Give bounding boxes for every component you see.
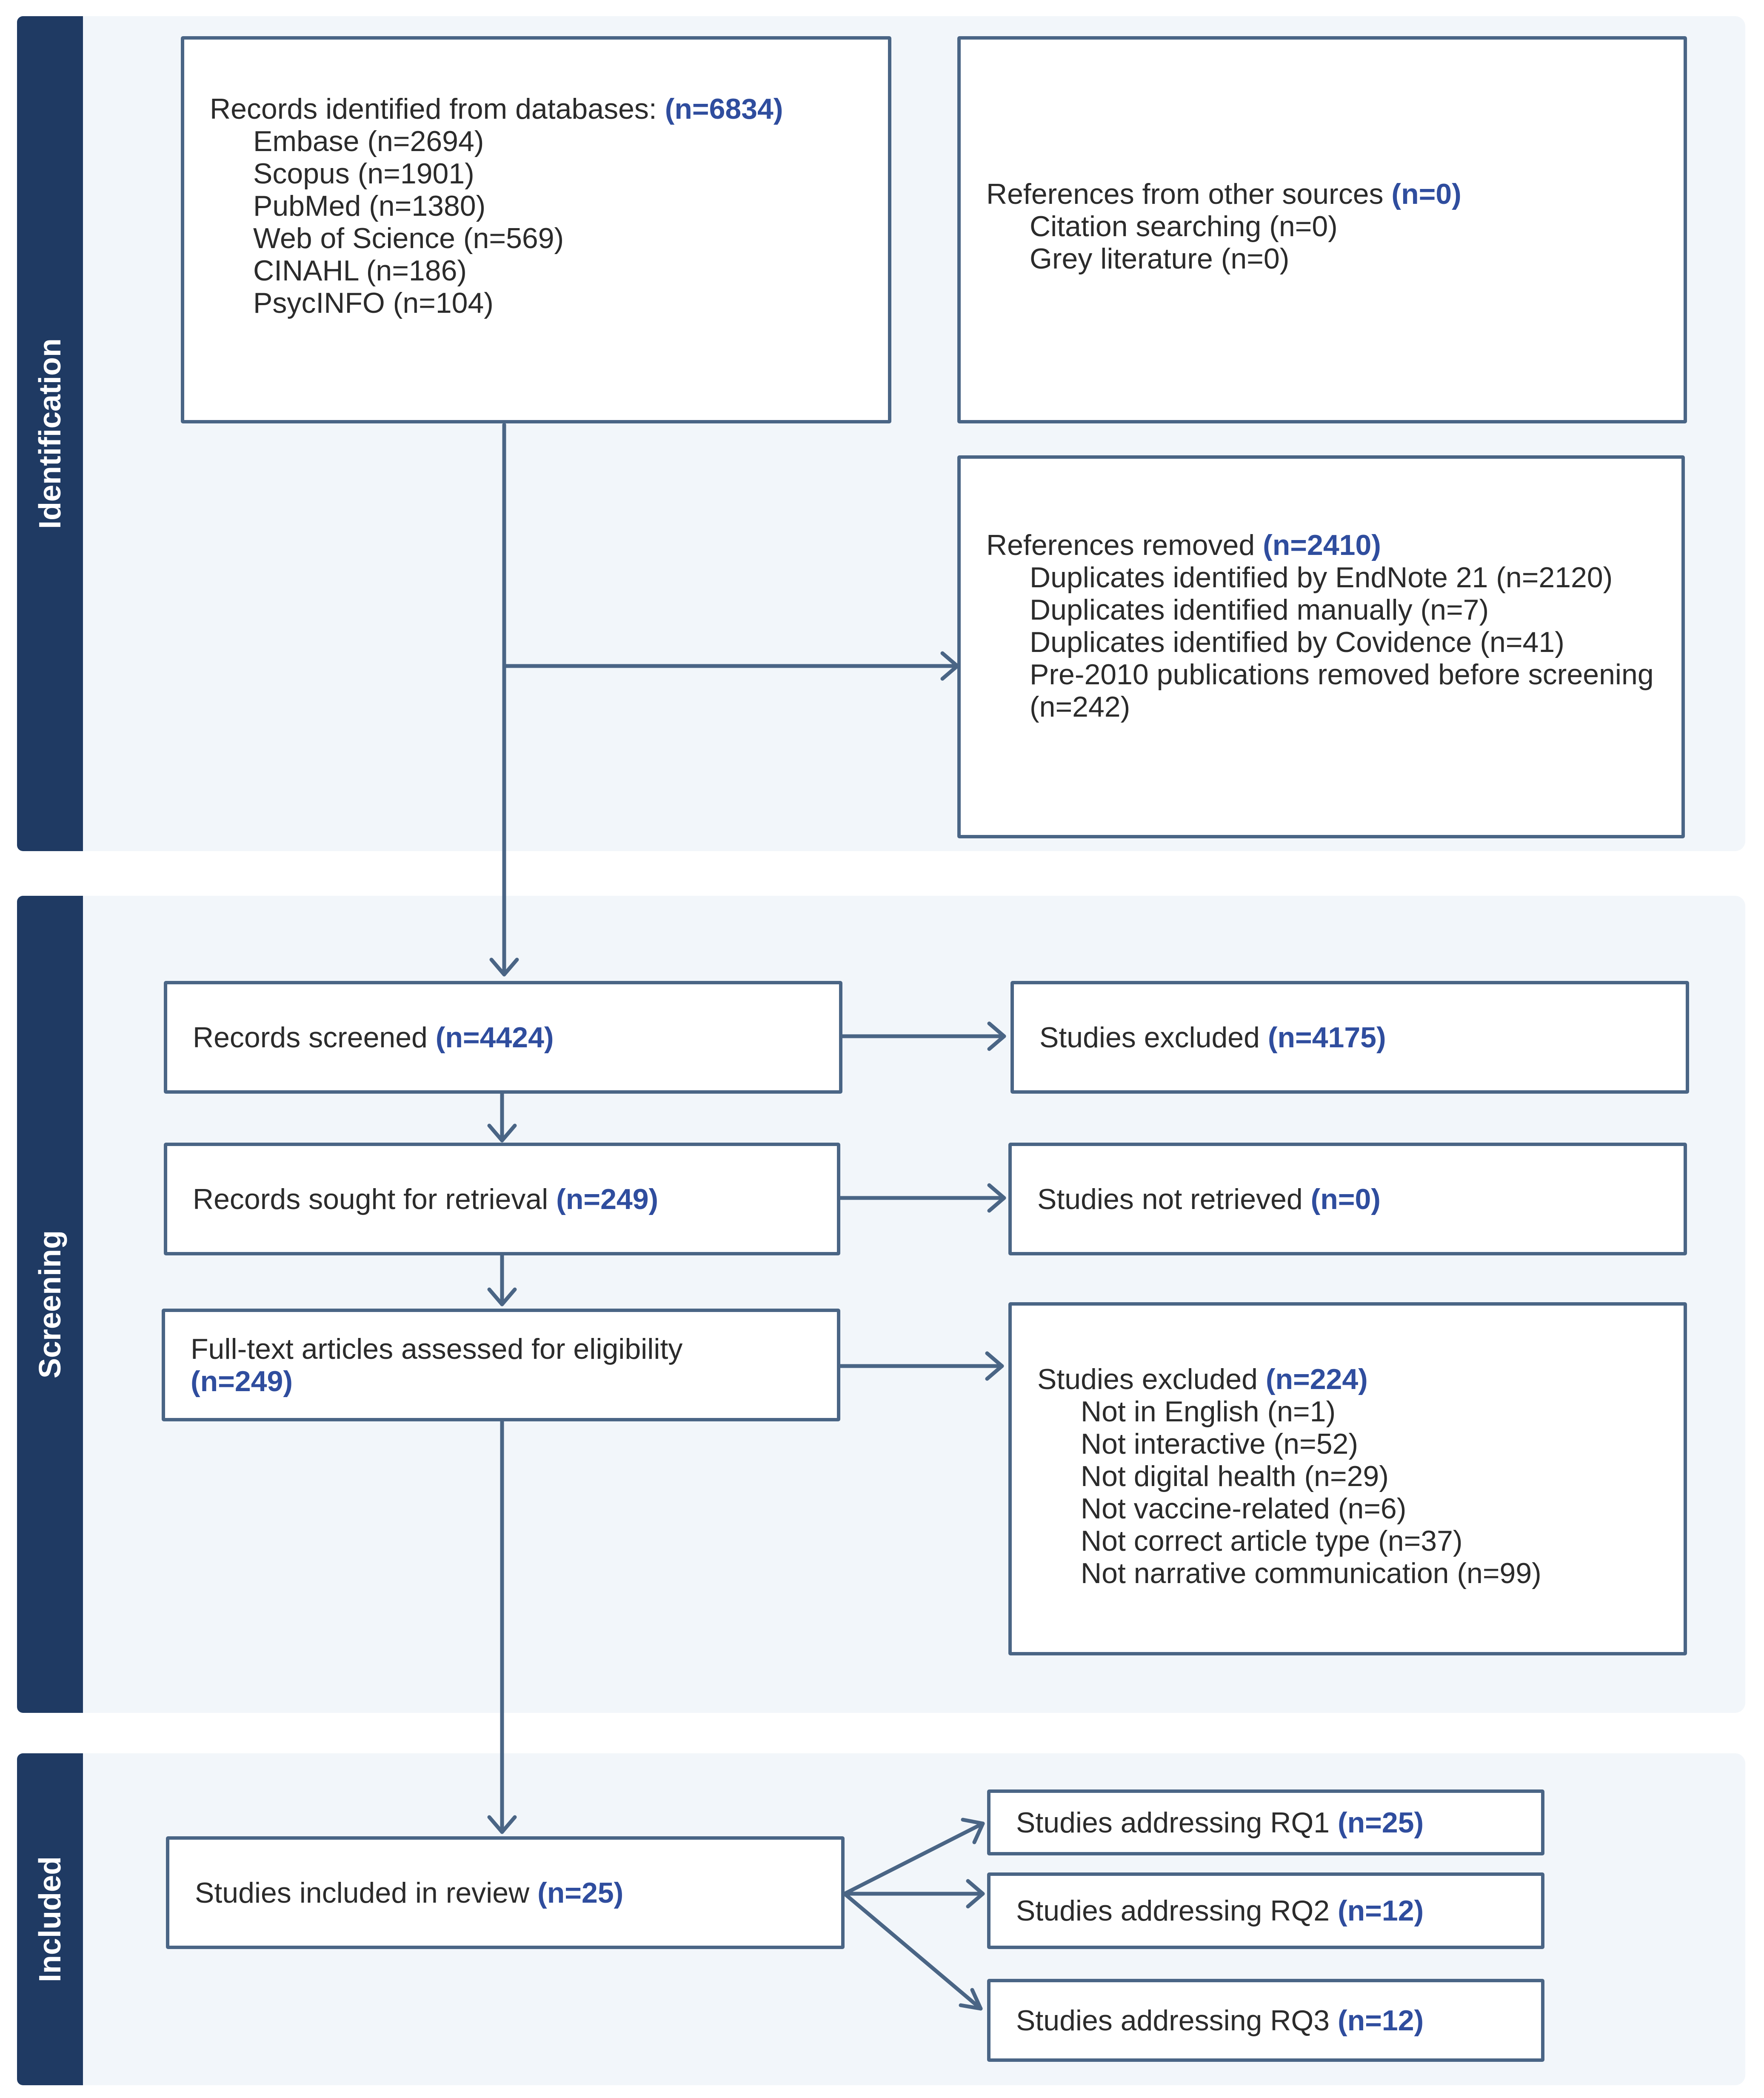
fulltext-title: Full-text articles assessed for eligibil… xyxy=(191,1332,683,1365)
arrowhead-excluded-screen xyxy=(987,1021,1006,1051)
list-item: Not vaccine-related (n=6) xyxy=(1081,1492,1407,1525)
databases-title: Records identified from databases: xyxy=(210,93,657,125)
rq3-heading: Studies addressing RQ3 (n=12) xyxy=(1016,2004,1516,2037)
arrowhead-rq3 xyxy=(959,1988,983,2011)
databases-list: Embase (n=2694) Scopus (n=1901) PubMed (… xyxy=(210,125,862,319)
arrowhead-rq2 xyxy=(966,1879,985,1909)
excluded-screen-title: Studies excluded xyxy=(1039,1021,1260,1054)
list-item: Citation searching (n=0) xyxy=(1030,210,1338,243)
arrowhead-rq1 xyxy=(961,1818,985,1844)
other-sources-count: (n=0) xyxy=(1391,178,1461,210)
list-item: Pre-2010 publications removed before scr… xyxy=(1030,658,1654,723)
rq1-count: (n=25) xyxy=(1337,1806,1424,1839)
list-item: Grey literature (n=0) xyxy=(1030,243,1290,275)
screened-title: Records screened xyxy=(193,1021,428,1054)
rq2-count: (n=12) xyxy=(1337,1895,1424,1927)
rq2-box: Studies addressing RQ2 (n=12) xyxy=(987,1872,1544,1949)
screened-count: (n=4424) xyxy=(435,1021,554,1054)
databases-heading: Records identified from databases: (n=68… xyxy=(210,93,862,125)
fulltext-assessed-box: Full-text articles assessed for eligibil… xyxy=(162,1309,840,1421)
fulltext-count: (n=249) xyxy=(191,1365,293,1398)
list-item: Not digital health (n=29) xyxy=(1081,1460,1389,1492)
other-sources-title: References from other sources xyxy=(986,178,1384,210)
list-item: Duplicates identified by Covidence (n=41… xyxy=(1030,626,1564,658)
list-item: Not narrative communication (n=99) xyxy=(1081,1557,1541,1589)
arrow-included-to-rq1 xyxy=(842,1821,985,1896)
list-item: CINAHL (n=186) xyxy=(253,254,467,287)
list-item: PsycINFO (n=104) xyxy=(253,287,494,319)
included-stage-bar: Included xyxy=(17,1753,83,2085)
list-item: Web of Science (n=569) xyxy=(253,222,564,254)
list-item: PubMed (n=1380) xyxy=(253,190,486,222)
rq1-heading: Studies addressing RQ1 (n=25) xyxy=(1016,1806,1516,1839)
included-title: Studies included in review xyxy=(195,1876,530,1909)
screening-stage-bar: Screening xyxy=(17,896,83,1713)
studies-not-retrieved-box: Studies not retrieved (n=0) xyxy=(1008,1143,1687,1255)
excluded-full-count: (n=224) xyxy=(1265,1363,1368,1395)
removed-heading: References removed (n=2410) xyxy=(986,529,1656,561)
rq2-title: Studies addressing RQ2 xyxy=(1016,1895,1330,1927)
excluded-full-title: Studies excluded xyxy=(1037,1363,1258,1395)
arrowhead-screened xyxy=(489,958,519,977)
removed-title: References removed xyxy=(986,529,1255,561)
arrow-included-to-rq3 xyxy=(842,1892,983,2011)
list-item: Duplicates identified by EndNote 21 (n=2… xyxy=(1030,561,1613,594)
not-retrieved-title: Studies not retrieved xyxy=(1037,1183,1303,1215)
arrowhead-included xyxy=(487,1815,517,1834)
removed-count: (n=2410) xyxy=(1263,529,1381,561)
arrowhead-excluded-full xyxy=(985,1351,1004,1381)
rq3-box: Studies addressing RQ3 (n=12) xyxy=(987,1979,1544,2062)
sought-title: Records sought for retrieval xyxy=(193,1183,548,1215)
sought-heading: Records sought for retrieval (n=249) xyxy=(193,1183,811,1215)
list-item: Not correct article type (n=37) xyxy=(1081,1525,1463,1557)
references-removed-box: References removed (n=2410) Duplicates i… xyxy=(957,455,1685,838)
studies-excluded-screening-box: Studies excluded (n=4175) xyxy=(1010,981,1689,1094)
not-retrieved-heading: Studies not retrieved (n=0) xyxy=(1037,1183,1658,1215)
removed-list: Duplicates identified by EndNote 21 (n=2… xyxy=(986,561,1656,723)
arrowhead-sought xyxy=(487,1123,517,1143)
records-sought-box: Records sought for retrieval (n=249) xyxy=(164,1143,840,1255)
studies-included-box: Studies included in review (n=25) xyxy=(166,1836,845,1949)
rq2-heading: Studies addressing RQ2 (n=12) xyxy=(1016,1895,1516,1927)
excluded-full-heading: Studies excluded (n=224) xyxy=(1037,1363,1658,1395)
databases-box: Records identified from databases: (n=68… xyxy=(181,36,891,423)
rq3-count: (n=12) xyxy=(1337,2004,1424,2037)
other-sources-heading: References from other sources (n=0) xyxy=(986,178,1658,210)
list-item: Not in English (n=1) xyxy=(1081,1395,1336,1428)
excluded-screen-heading: Studies excluded (n=4175) xyxy=(1039,1021,1660,1054)
excluded-screen-count: (n=4175) xyxy=(1267,1021,1386,1054)
arrowhead-not-retrieved xyxy=(987,1183,1006,1213)
rq1-box: Studies addressing RQ1 (n=25) xyxy=(987,1789,1544,1855)
list-item: Not interactive (n=52) xyxy=(1081,1428,1358,1460)
excluded-full-list: Not in English (n=1) Not interactive (n=… xyxy=(1037,1395,1658,1589)
records-screened-box: Records screened (n=4424) xyxy=(164,981,842,1094)
included-heading: Studies included in review (n=25) xyxy=(195,1877,816,1909)
other-sources-list: Citation searching (n=0) Grey literature… xyxy=(986,210,1658,275)
arrowhead-fulltext xyxy=(487,1287,517,1306)
studies-excluded-fulltext-box: Studies excluded (n=224) Not in English … xyxy=(1008,1302,1687,1655)
list-item: Duplicates identified manually (n=7) xyxy=(1030,594,1489,626)
other-sources-box: References from other sources (n=0) Cita… xyxy=(957,36,1687,423)
rq3-title: Studies addressing RQ3 xyxy=(1016,2004,1330,2037)
included-count: (n=25) xyxy=(537,1876,624,1909)
sought-count: (n=249) xyxy=(556,1183,659,1215)
not-retrieved-count: (n=0) xyxy=(1310,1183,1381,1215)
list-item: Scopus (n=1901) xyxy=(253,157,474,190)
rq1-title: Studies addressing RQ1 xyxy=(1016,1806,1330,1839)
list-item: Embase (n=2694) xyxy=(253,125,484,157)
screened-heading: Records screened (n=4424) xyxy=(193,1021,813,1054)
identification-stage-bar: Identification xyxy=(17,16,83,851)
databases-count: (n=6834) xyxy=(665,93,783,125)
